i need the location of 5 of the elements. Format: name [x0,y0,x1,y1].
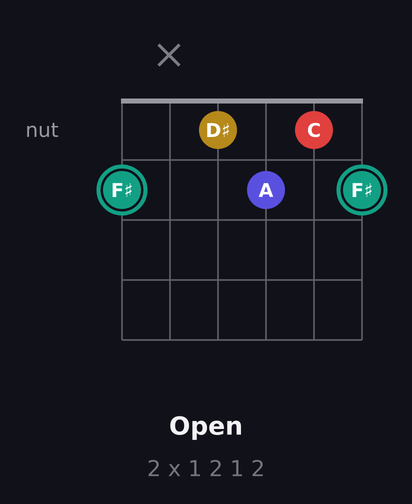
node-label: F♯ [112,183,132,197]
chord-name: Open [170,416,241,440]
node-label: F♯ [352,183,372,197]
fingering-text: 2 x 1 2 1 2 [148,460,263,476]
nut-label: nut [27,122,58,138]
